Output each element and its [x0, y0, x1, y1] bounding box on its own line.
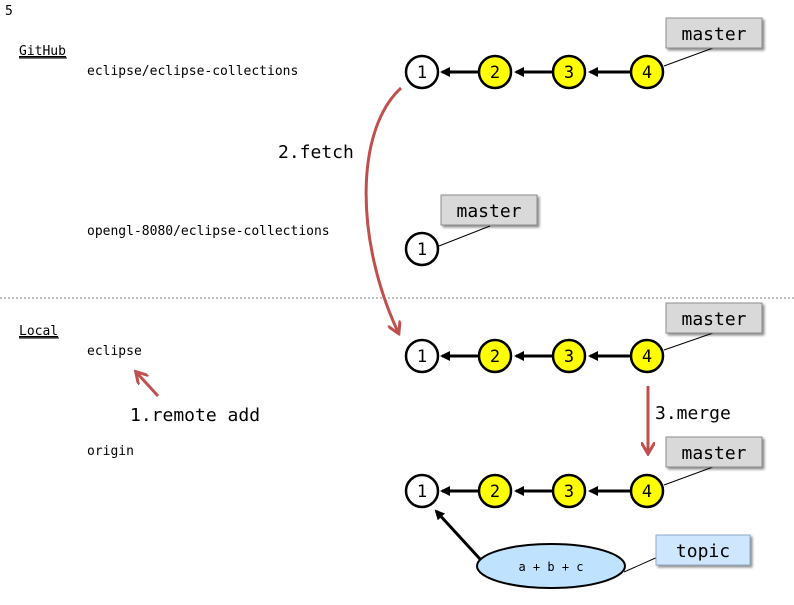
page-number: 5 — [5, 4, 13, 19]
commit-label: 2 — [490, 63, 500, 83]
fetch-arrow — [364, 86, 403, 332]
commit-node — [629, 338, 665, 374]
upstream-commit-row: 1 2 3 4 — [404, 54, 665, 90]
commit-node — [551, 338, 587, 374]
topic-commits-ellipse — [476, 543, 626, 589]
commit-node — [404, 54, 440, 90]
commit-label: 3 — [564, 482, 574, 502]
commit-label: 2 — [490, 347, 500, 367]
branch-label: master — [681, 24, 746, 45]
topic-commits-label: a + b + c — [518, 560, 583, 574]
branch-pointer-line — [438, 225, 491, 247]
commit-node — [404, 473, 440, 509]
commit-node — [551, 473, 587, 509]
commit-node — [404, 231, 440, 267]
commit-label: 1 — [417, 347, 427, 367]
commit-label: 4 — [642, 347, 652, 367]
upstream-master-branch-box — [665, 17, 763, 49]
commit-node — [551, 54, 587, 90]
remote-add-step-label: 1.remote add — [130, 405, 260, 426]
commit-label: 2 — [490, 482, 500, 502]
branch-label: master — [681, 443, 746, 464]
commit-node — [629, 54, 665, 90]
commit-label: 4 — [642, 63, 652, 83]
remote-add-arrow — [137, 373, 160, 398]
branch-label: topic — [676, 541, 730, 562]
commit-label: 1 — [417, 482, 427, 502]
local-eclipse-commit-row: 1 2 3 4 — [404, 338, 665, 374]
branch-label: master — [456, 201, 521, 222]
branch-pointer-line — [623, 555, 661, 573]
commit-node — [629, 473, 665, 509]
branch-pointer-line — [663, 466, 714, 486]
remote-eclipse-name: eclipse — [87, 344, 142, 359]
commit-label: 1 — [417, 240, 427, 260]
upstream-repo-name: eclipse/eclipse-collections — [87, 64, 298, 79]
commit-label: 3 — [564, 347, 574, 367]
commit-label: 3 — [564, 63, 574, 83]
topic-parent-arrow — [434, 509, 482, 561]
fork-master-branch-box — [440, 194, 538, 226]
fork-repo-name: opengl-8080/eclipse-collections — [87, 224, 330, 239]
commit-node — [477, 54, 513, 90]
commit-label: 4 — [642, 482, 652, 502]
branch-pointer-line — [663, 332, 714, 351]
eclipse-master-branch-box — [665, 302, 763, 334]
commit-label: 1 — [417, 63, 427, 83]
commit-node — [404, 338, 440, 374]
origin-master-branch-box — [665, 436, 763, 468]
fetch-step-label: 2.fetch — [278, 142, 354, 163]
github-section-label: GitHub — [19, 44, 66, 59]
topic-branch-box — [655, 534, 751, 566]
local-origin-commit-row: 1 2 3 4 — [404, 473, 665, 509]
commit-node — [477, 338, 513, 374]
commit-node — [477, 473, 513, 509]
remote-origin-name: origin — [87, 444, 134, 459]
branch-pointer-line — [663, 47, 714, 67]
branch-label: master — [681, 309, 746, 330]
merge-step-label: 3.merge — [655, 403, 731, 424]
local-section-label: Local — [19, 324, 58, 339]
